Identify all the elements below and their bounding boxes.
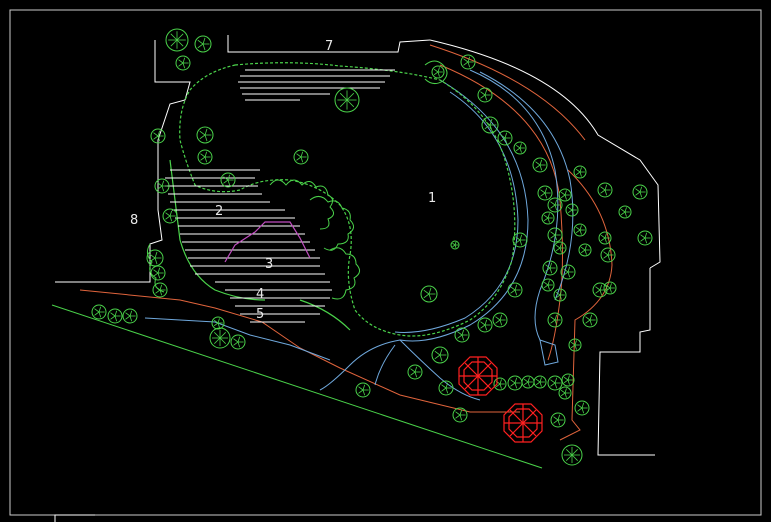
tree-symbol-icon	[561, 373, 575, 387]
area-label-1: 1	[428, 191, 436, 206]
tree-symbol-icon	[355, 382, 371, 398]
tree-symbol-icon	[454, 327, 470, 343]
tree-symbol-icon	[460, 54, 476, 70]
tree-symbol-icon	[560, 264, 576, 280]
tree-symbol-icon	[507, 375, 523, 391]
tree-symbol-icon	[561, 444, 583, 466]
tree-symbol-icon	[618, 205, 632, 219]
tree-symbol-icon	[533, 375, 547, 389]
tree-symbol-icon	[547, 227, 563, 243]
tree-symbol-icon	[162, 208, 178, 224]
tree-symbol-icon	[541, 278, 555, 292]
tree-symbol-icon	[154, 178, 170, 194]
tree-symbol-icon	[600, 247, 616, 263]
tree-symbol-icon	[547, 375, 563, 391]
tree-symbol-icon	[578, 243, 592, 257]
tree-symbol-icon	[220, 172, 236, 188]
area-label-7: 7	[325, 39, 333, 54]
tree-symbol-icon	[209, 327, 231, 349]
tree-symbol-icon	[558, 188, 572, 202]
area-label-8: 8	[130, 213, 138, 228]
red-curve-edge	[439, 64, 563, 361]
drawing-frame	[9, 9, 762, 516]
tree-symbol-icon	[558, 386, 572, 400]
tree-symbol-icon	[150, 128, 166, 144]
tree-symbol-icon	[493, 377, 507, 391]
tree-symbol-icon	[565, 203, 579, 217]
tree-symbol-icon	[146, 249, 164, 267]
tree-symbol-icon	[550, 412, 566, 428]
site-boundary	[54, 35, 661, 522]
tree-symbol-icon	[175, 55, 191, 71]
tree-symbol-icon	[512, 232, 528, 248]
terrace-steps	[165, 69, 395, 323]
tree-symbol-icon	[582, 312, 598, 328]
tree-symbol-icon	[492, 312, 508, 328]
garden-paths	[144, 69, 574, 401]
tree-symbol-icon	[632, 184, 648, 200]
tree-symbol-icon	[407, 364, 423, 380]
octagonal-pavilion-icon	[458, 356, 498, 396]
area-label-3: 3	[265, 257, 273, 272]
tree-symbol-icon	[152, 282, 168, 298]
tree-symbol-icon	[497, 130, 513, 146]
tree-symbol-icon	[431, 65, 445, 79]
area-label-4: 4	[256, 287, 264, 302]
tree-symbol-icon	[521, 375, 535, 389]
tree-symbol-icon	[603, 281, 617, 295]
tree-symbol-icon	[537, 185, 553, 201]
tree-group	[91, 28, 653, 466]
tree-symbol-icon	[532, 157, 548, 173]
tree-symbol-icon	[598, 231, 612, 245]
area-label-5: 5	[256, 307, 264, 322]
tree-symbol-icon	[438, 380, 454, 396]
tree-symbol-icon	[334, 87, 360, 113]
tree-symbol-icon	[91, 304, 107, 320]
tree-symbol-icon	[477, 317, 493, 333]
tree-symbol-icon	[431, 346, 449, 364]
shrub-clusters	[146, 60, 448, 300]
tree-symbol-icon	[547, 197, 563, 213]
tree-symbol-icon	[507, 282, 523, 298]
red-path-edge	[79, 289, 520, 413]
tree-symbol-icon	[165, 28, 189, 52]
tree-symbol-icon	[293, 149, 309, 165]
tree-symbol-icon	[230, 334, 246, 350]
tree-symbol-icon	[553, 241, 567, 255]
tree-symbol-icon	[573, 223, 587, 237]
tree-symbol-icon	[122, 308, 138, 324]
lawn-vegetation-edge	[169, 62, 516, 337]
octagonal-pavilion-icon	[503, 403, 543, 443]
road-edges	[51, 44, 613, 469]
tree-symbol-icon	[452, 407, 468, 423]
tree-symbol-icon	[542, 260, 558, 276]
area-label-2: 2	[215, 204, 223, 219]
tree-symbol-icon	[573, 165, 587, 179]
tree-symbol-icon	[574, 400, 590, 416]
red-east-edge	[559, 169, 613, 441]
red-north-edge	[429, 44, 586, 141]
tree-symbol-icon	[194, 35, 212, 53]
tree-symbol-icon	[150, 265, 166, 281]
tree-symbol-icon	[541, 211, 555, 225]
tree-symbol-icon	[197, 149, 213, 165]
tree-symbol-icon	[637, 230, 653, 246]
south-edge-line	[51, 304, 543, 469]
tree-symbol-icon	[196, 126, 214, 144]
tree-symbol-icon	[513, 141, 527, 155]
tree-symbol-icon	[597, 182, 613, 198]
tree-symbol-icon	[420, 285, 438, 303]
tree-symbol-icon	[568, 338, 582, 352]
tree-symbol-icon	[450, 240, 460, 250]
terrace-accent-line	[224, 221, 311, 263]
tree-symbol-icon	[477, 87, 493, 103]
tree-symbol-icon	[547, 312, 563, 328]
tree-symbol-icon	[553, 288, 567, 302]
tree-symbol-icon	[211, 316, 225, 330]
tree-symbol-icon	[481, 116, 499, 134]
tree-symbol-icon	[107, 308, 123, 324]
